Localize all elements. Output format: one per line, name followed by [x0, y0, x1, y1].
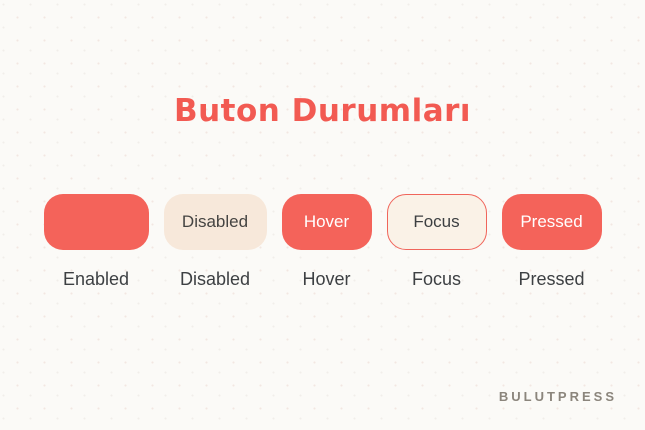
- focus-state-button[interactable]: Focus: [386, 194, 487, 250]
- state-column-focus: Focus Focus: [386, 194, 487, 290]
- hover-state-caption: Hover: [302, 269, 351, 289]
- brand-logo-text: BULUTPRESS: [498, 389, 617, 404]
- state-column-enabled: Enabled: [43, 194, 149, 290]
- enabled-state-button[interactable]: [43, 194, 149, 250]
- enabled-state-caption: Enabled: [62, 269, 130, 289]
- disabled-state-caption: Disabled: [179, 269, 251, 289]
- state-column-hover: Hover Hover: [281, 194, 372, 290]
- pressed-state-caption: Pressed: [518, 269, 585, 289]
- hover-state-button[interactable]: Hover: [281, 194, 372, 250]
- focus-state-caption: Focus: [411, 269, 462, 289]
- disabled-state-button[interactable]: Disabled: [163, 194, 267, 250]
- pressed-state-button[interactable]: Pressed: [501, 194, 602, 250]
- page-title: Buton Durumları: [173, 92, 472, 129]
- state-column-disabled: Disabled Disabled: [163, 194, 267, 290]
- button-states-row: Enabled Disabled Disabled Hover Hover Fo…: [0, 194, 645, 290]
- state-column-pressed: Pressed Pressed: [501, 194, 602, 290]
